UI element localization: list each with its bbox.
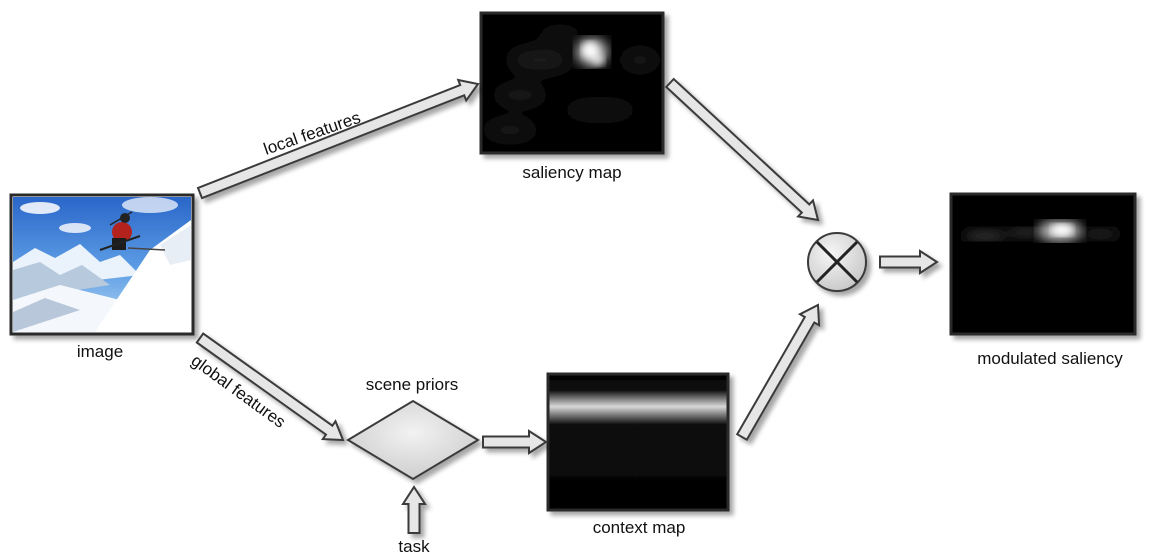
context-map-label: context map (593, 518, 686, 537)
arrows (195, 77, 939, 534)
arrow-saliency-to-mult (664, 77, 820, 222)
task-label: task (398, 537, 430, 554)
modulated-saliency-label: modulated saliency (977, 349, 1123, 368)
scene-priors-label: scene priors (366, 375, 459, 394)
scene-priors-diamond (346, 399, 480, 481)
saliency-map (479, 11, 665, 155)
arrow-task-to-priors (401, 485, 427, 534)
arrow-global-features (195, 332, 345, 442)
arrow-mult-to-modulated (879, 249, 939, 275)
arrow-priors-to-context (482, 429, 548, 455)
arrow-context-to-mult (735, 303, 821, 442)
context-map (546, 372, 730, 512)
modulated-saliency-map (949, 192, 1137, 336)
input-image (9, 193, 195, 336)
multiply-node (807, 232, 867, 292)
saliency-map-label: saliency map (522, 163, 621, 182)
arrow-local-features (196, 78, 480, 200)
image-label: image (77, 342, 123, 361)
